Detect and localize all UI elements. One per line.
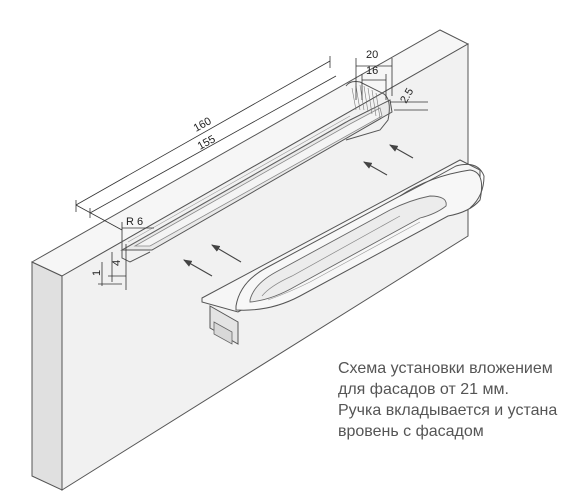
dim-label-radius: R 6	[126, 216, 143, 228]
dim-label-depth-large: 4	[111, 260, 123, 266]
panel-edge-face	[31, 261, 63, 491]
handle-grip-hollow	[249, 195, 447, 303]
recess-floor	[133, 107, 383, 247]
handle-end-cap	[399, 163, 485, 209]
caption-line-3: Ручка вкладывается и устана	[338, 402, 558, 419]
dim-label-outer-length: 160	[192, 115, 214, 134]
dim-label-inner-length: 155	[196, 133, 218, 152]
dim-label-inner-width: 16	[366, 65, 378, 77]
dim-label-outer-width: 20	[366, 49, 378, 61]
installation-caption: Схема установки вложением для фасадов от…	[338, 358, 578, 442]
caption-line-2: для фасадов от 21 мм.	[338, 381, 509, 398]
caption-line-1: Схема установки вложением	[338, 360, 553, 377]
arrow-icon	[183, 259, 213, 277]
insertion-arrows	[183, 144, 414, 277]
arrow-icon	[389, 144, 414, 159]
caption-line-4: вровень с фасадом	[338, 423, 484, 440]
dimension-lines	[75, 56, 428, 290]
recess-end-contour	[345, 81, 390, 141]
arrow-icon	[211, 244, 242, 263]
handle-insert-front	[213, 321, 233, 345]
dim-label-depth-small: 1	[91, 270, 103, 276]
arrow-icon	[363, 161, 388, 176]
recess-cutout	[120, 81, 393, 263]
handle	[201, 159, 485, 345]
